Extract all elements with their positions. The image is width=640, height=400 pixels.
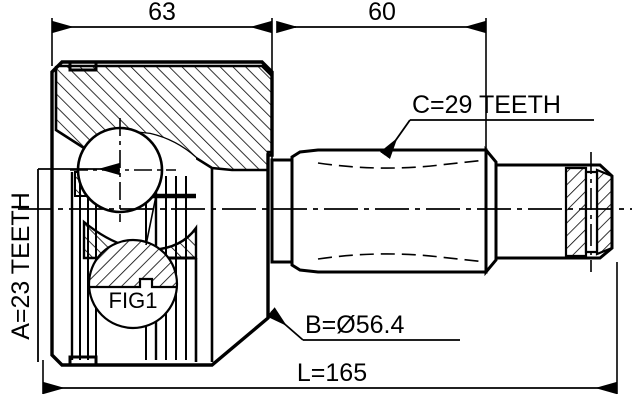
fig1-hatch-region (89, 240, 177, 287)
annotation-b-diameter: B=Ø56.4 (266, 307, 460, 341)
spline-root-line-top (317, 159, 487, 169)
dimension-60: 60 (276, 0, 487, 150)
shaft-assembly (270, 145, 614, 277)
spline-root-line-bottom (317, 253, 487, 263)
circlip-groove-gap (584, 170, 599, 254)
dim60-text: 60 (368, 0, 396, 26)
housing-top-rim (62, 60, 262, 72)
fig1-tooth-profile (89, 277, 177, 289)
label-a-text: A=23 TEETH (7, 192, 35, 340)
dim63-text: 63 (148, 0, 176, 26)
label-b-leader (266, 307, 304, 341)
dimension-length: L=165 (42, 262, 618, 395)
annotation-a-teeth: A=23 TEETH (7, 162, 120, 362)
dimension-63: 63 (51, 0, 273, 160)
housing-upper-wall-hatch (56, 66, 272, 170)
shaft-collar (270, 158, 294, 264)
label-b-text: B=Ø56.4 (305, 311, 404, 339)
circlip-groove-right (595, 168, 614, 256)
label-c-text: C=29 TEETH (412, 91, 561, 119)
shaft-step (484, 145, 498, 277)
dimL-text: L=165 (297, 359, 367, 387)
annotation-c-teeth: C=29 TEETH (379, 91, 594, 159)
fig1-leader-line (145, 195, 157, 246)
fig1-label: FIG1 (109, 288, 158, 313)
outer-joint-housing (50, 60, 274, 367)
detail-callout-fig1: FIG1 (87, 195, 179, 330)
label-c-leader (379, 119, 411, 159)
circlip-groove-left (564, 166, 588, 258)
housing-bottom-rim (62, 355, 212, 367)
